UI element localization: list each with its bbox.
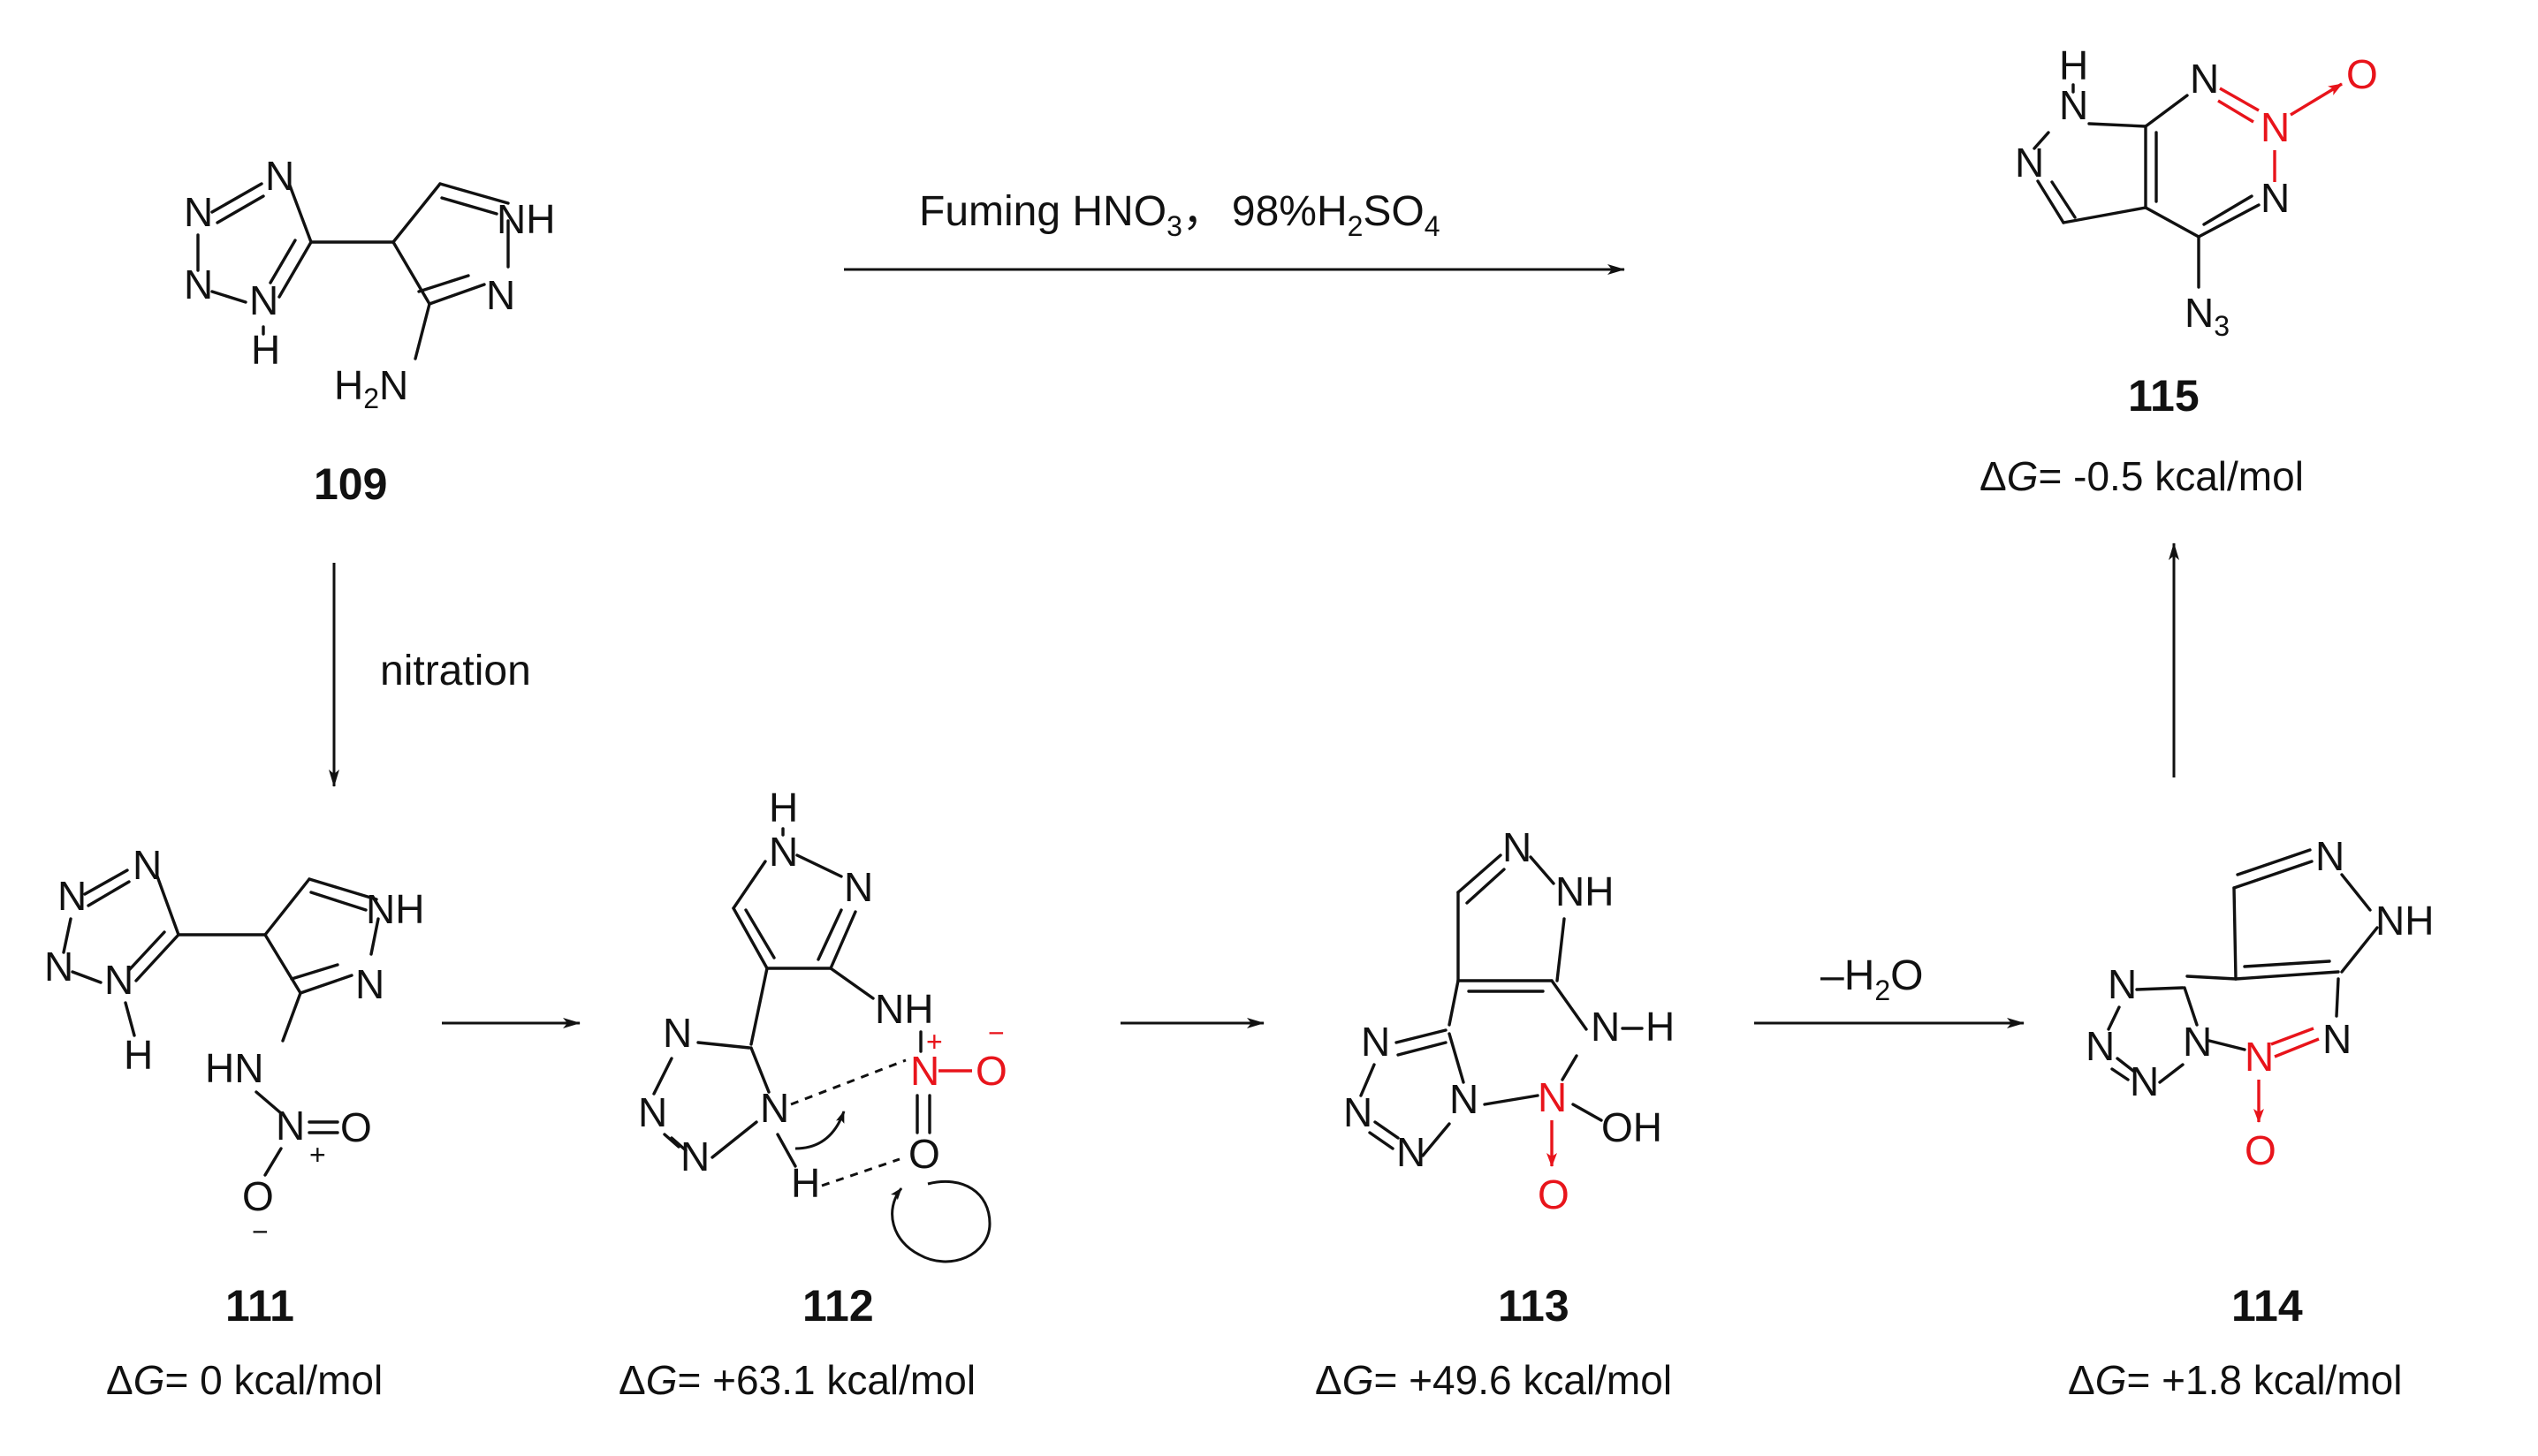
dehydration-arrow: –H2O (1754, 952, 2025, 1028)
amino-group: H2N (334, 362, 408, 414)
atom-n-h: N (1591, 1004, 1620, 1050)
direct-conversion-arrow: Fuming HNO3，98%H2SO4 (844, 188, 1625, 275)
atom-o: O (242, 1173, 274, 1219)
compound-113: N NH N H N N N N N OH O 113 (1315, 824, 1675, 1403)
atom-nh: NH (366, 886, 424, 932)
atom-h: H (124, 1032, 153, 1078)
atom-n-oxide: N (2261, 104, 2290, 150)
atom-h: H (2059, 42, 2088, 88)
atom-n-oxide: N (1538, 1074, 1567, 1120)
atom-n: N (104, 957, 133, 1003)
atom-o: O (1538, 1172, 1569, 1217)
atom-h: H (791, 1160, 820, 1206)
atom-o: O (2245, 1127, 2276, 1173)
dehydration-label: –H2O (1820, 952, 1924, 1006)
nitration-arrow: nitration (329, 563, 531, 787)
atom-n: N (638, 1089, 667, 1135)
atom-o: O (340, 1104, 372, 1150)
energy-label: ΔG= +63.1 kcal/mol (619, 1357, 976, 1403)
atom-h: H (769, 785, 798, 830)
atom-n: N (249, 277, 278, 323)
atom-n: N (276, 1103, 305, 1149)
atom-nh: NH (497, 196, 555, 242)
atom-o: O (2346, 51, 2378, 97)
atom-n: N (44, 944, 73, 990)
atom-n: N (2086, 1023, 2115, 1069)
atom-n: N (2130, 1058, 2159, 1104)
atom-h: H (1645, 1004, 1675, 1050)
atom-n: N (2190, 56, 2219, 102)
compound-114: N NH N N N N N N O 114 ΔG= +1.8 kcal/mol (2068, 833, 2434, 1403)
charge-plus: + (926, 1026, 943, 1058)
atom-n: N (2322, 1016, 2352, 1062)
compound-number: 114 (2231, 1281, 2303, 1331)
atom-n: N (760, 1085, 789, 1131)
atom-n-oxide: N (2245, 1034, 2274, 1080)
atom-hn: HN (205, 1045, 263, 1091)
atom-n: N (1361, 1019, 1390, 1065)
atom-nh: NH (875, 986, 933, 1032)
atom-n: N (355, 961, 384, 1007)
atom-n: N (1449, 1076, 1478, 1122)
energy-label: ΔG= -0.5 kcal/mol (1979, 453, 2304, 499)
energy-label: ΔG= +49.6 kcal/mol (1315, 1357, 1672, 1403)
atom-oh: OH (1601, 1104, 1662, 1150)
atom-o-minus: O (976, 1048, 1007, 1094)
atom-nh: NH (2375, 898, 2434, 944)
atom-n: N (2183, 1019, 2212, 1065)
compound-number: 115 (2128, 371, 2200, 421)
atom-o: O (908, 1131, 940, 1177)
atom-n: N (2261, 175, 2290, 221)
atom-n: N (2015, 140, 2044, 186)
atom-n: N (1502, 824, 1531, 870)
atom-n: N (769, 829, 798, 875)
compound-number: 109 (314, 459, 387, 509)
compound-number: 112 (802, 1281, 874, 1331)
atom-n: N (486, 272, 515, 318)
compound-number: 111 (225, 1281, 294, 1331)
atom-n: N (1396, 1129, 1425, 1175)
charge-minus: − (252, 1216, 269, 1247)
energy-label: ΔG= +1.8 kcal/mol (2068, 1357, 2402, 1403)
compound-109: N N N N H NH N H2N 109 (184, 153, 555, 509)
atom-n: N (663, 1010, 692, 1056)
reagent-label: Fuming HNO3，98%H2SO4 (919, 188, 1440, 242)
atom-n: N (2108, 961, 2137, 1007)
atom-n-plus: N (910, 1048, 939, 1094)
atom-n: N (133, 842, 162, 888)
atom-n: N (1343, 1089, 1372, 1135)
atom-h: H (251, 327, 280, 373)
atom-nh: NH (1555, 868, 1614, 914)
compound-number: 113 (1498, 1281, 1569, 1331)
atom-n: N (680, 1134, 710, 1179)
azide-group: N3 (2185, 290, 2230, 342)
energy-label: ΔG= 0 kcal/mol (106, 1357, 383, 1403)
charge-minus: − (988, 1017, 1005, 1049)
atom-n: N (57, 873, 87, 919)
compound-115: H N N N N O N N3 115 ΔG= -0.5 kcal/mol (1979, 42, 2378, 499)
atom-n: N (844, 864, 873, 910)
atom-n: N (184, 189, 213, 235)
compound-112: H N N NH N N N N N + O − O H (619, 785, 1007, 1403)
atom-n: N (2315, 833, 2344, 879)
atom-n: N (265, 153, 294, 199)
compound-111: N N N N H NH N HN N + O O − 111 (44, 842, 424, 1403)
nitration-label: nitration (380, 648, 531, 694)
charge-plus: + (309, 1139, 326, 1171)
